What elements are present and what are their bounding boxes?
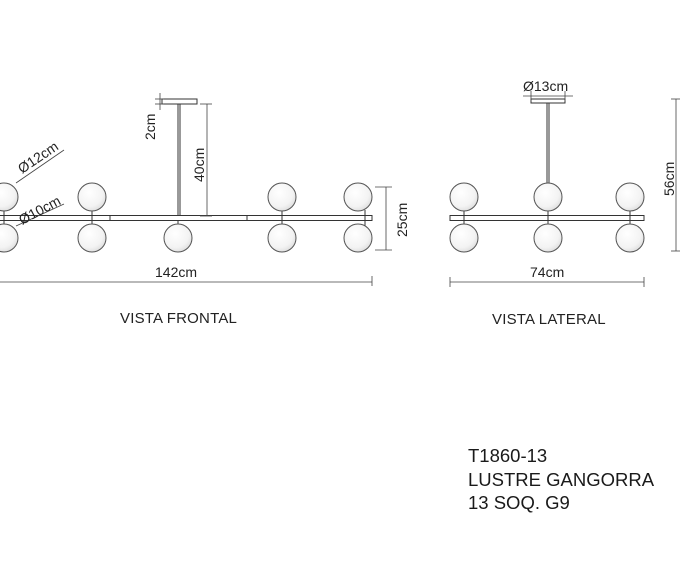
dim-total-width-label: 142cm (155, 264, 197, 280)
globe (0, 223, 19, 253)
dim-fixture-height-label: 25cm (394, 203, 410, 237)
globe (449, 182, 479, 212)
front-globes (0, 182, 373, 253)
front-view (0, 98, 373, 226)
front-dimension-lines (0, 93, 392, 286)
front-view-title: VISTA FRONTAL (120, 310, 238, 327)
globe (449, 223, 479, 253)
product-code: T1860-13 (468, 445, 548, 466)
side-view-title: VISTA LATERAL (492, 311, 606, 328)
dim-globe-small-label: Ø10cm (16, 192, 63, 227)
globe (343, 182, 373, 212)
dim-canopy-diameter-label: Ø13cm (523, 78, 568, 94)
globe (615, 223, 645, 253)
side-bar (449, 215, 645, 221)
side-dimension-lines (449, 91, 680, 287)
globe (343, 223, 373, 253)
dim-canopy-height-label: 2cm (142, 114, 158, 140)
globe (533, 182, 563, 212)
globe (163, 223, 193, 253)
side-globes (449, 182, 645, 253)
globe (267, 182, 297, 212)
front-bar (0, 215, 373, 221)
dim-rod-length-label: 40cm (191, 148, 207, 182)
product-name: LUSTRE GANGORRA (468, 468, 655, 490)
globe (267, 223, 297, 253)
globe (0, 182, 19, 212)
globe (615, 182, 645, 212)
product-sockets: 13 SOQ. G9 (468, 492, 570, 513)
side-canopy (530, 98, 566, 104)
globe (77, 223, 107, 253)
globe (533, 223, 563, 253)
dim-side-width-label: 74cm (530, 264, 564, 280)
front-canopy (161, 98, 198, 105)
dim-total-height-label: 56cm (661, 162, 677, 196)
product-info-block: T1860-13 LUSTRE GANGORRA 13 SOQ. G9 (468, 444, 654, 515)
globe (77, 182, 107, 212)
